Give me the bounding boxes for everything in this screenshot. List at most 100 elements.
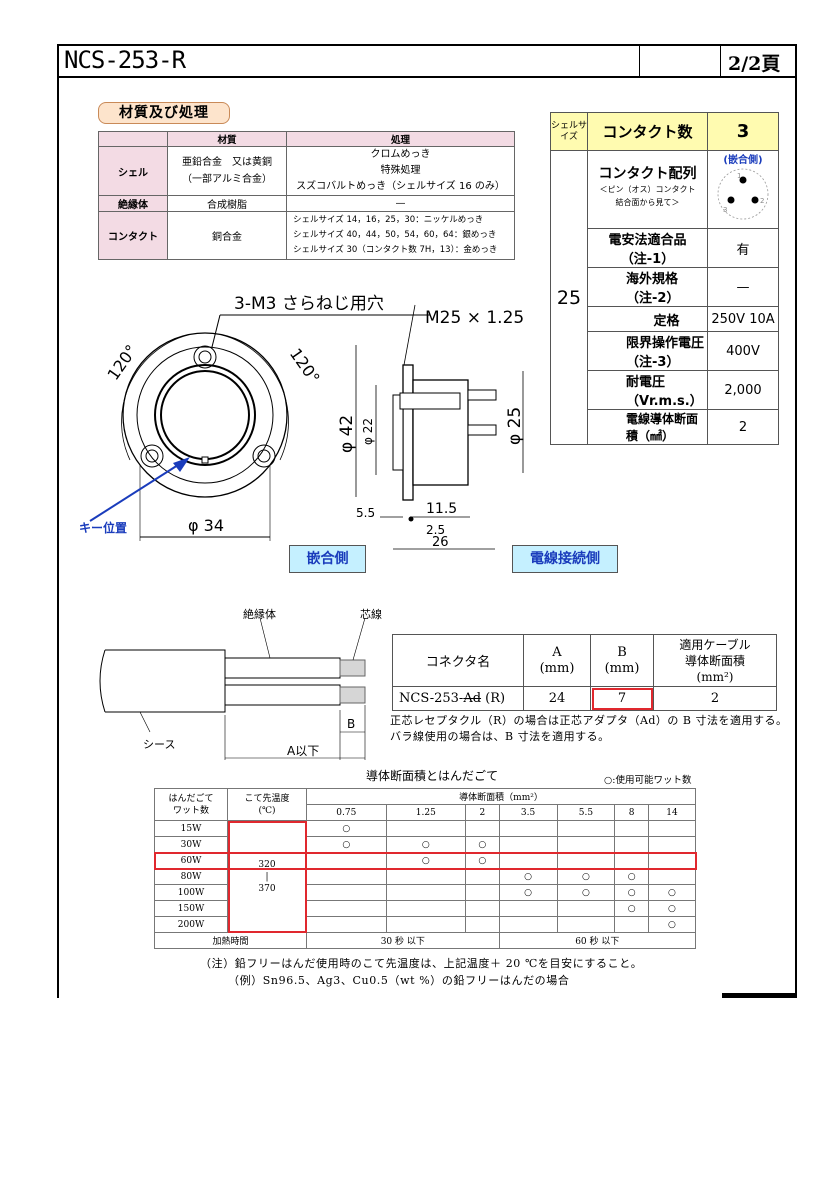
solder-table-title: 導体断面積とはんだごて (366, 769, 499, 783)
mark-cell (385, 820, 467, 837)
solder-table: はんだごてワット数 こて先温度(℃) 導体断面積（mm²） 0.75 1.25 … (153, 788, 697, 949)
angle-label-right: 120° (286, 345, 324, 387)
title-divider (720, 44, 721, 78)
area-header: 2 (465, 804, 500, 821)
dim-2-5: 2.5 (426, 523, 445, 537)
shell-outer-ring (154, 364, 256, 466)
solder-notes: （注）鉛フリーはんだ使用時のこて先温度は、上記温度＋ 20 ℃を目安にすること。… (200, 955, 642, 989)
bare-core-bottom (339, 686, 366, 704)
arrangement-note: 結合面から見て＞ (615, 198, 680, 207)
mark-cell: ○ (614, 900, 649, 917)
col-b: B (617, 644, 627, 660)
watt-cell: 100W (154, 884, 228, 901)
mark-cell (306, 868, 387, 885)
mark-cell: ○ (647, 916, 697, 933)
key-position-label: キー位置 (79, 521, 128, 535)
watt-cell: 150W (154, 900, 228, 917)
mark-cell (556, 852, 616, 869)
bare-core-top (339, 659, 366, 677)
mark-cell (306, 900, 387, 917)
spec-label: 電線導体断面積（㎟） (626, 409, 708, 445)
mark-cell (465, 900, 500, 917)
arrangement-outline (717, 168, 769, 220)
col-a: A (552, 644, 562, 660)
dim-b-label: B (347, 717, 355, 731)
mark-cell: ○ (498, 868, 558, 885)
table-row: 200W ○ (154, 916, 697, 933)
sheath-cut (99, 649, 106, 713)
shell-treatment-line: 特殊処理 (380, 165, 421, 176)
frame-corner-bar (722, 993, 797, 998)
col-cable: 導体断面積 (684, 653, 745, 668)
mark-cell (556, 820, 616, 837)
mark-cell (556, 900, 616, 917)
row-shell: シェル (98, 146, 168, 196)
heat-time-30: 30 秒 以下 (306, 932, 500, 949)
mark-cell: ○ (556, 868, 616, 885)
mark-cell (385, 916, 467, 933)
connector-drawing: 3-M3 さらねじ用穴 120° 120° φ 34 φ 42 φ 22 φ 2… (89, 294, 525, 550)
table-row: 15W 320 | 370 ○ (154, 820, 697, 933)
mark-cell (647, 868, 697, 885)
value-b: 7 (590, 686, 654, 711)
mark-cell (556, 836, 616, 853)
watt-cell: 30W (154, 836, 228, 853)
mark-cell: ○ (385, 852, 467, 869)
dim-a-label: A以下 (287, 744, 319, 758)
col-temp: (℃) (258, 805, 276, 816)
connector-name-struck: Ad (463, 691, 482, 706)
col-watt: ワット数 (172, 805, 209, 816)
table-row: 80W ○○○ (154, 868, 697, 885)
mark-cell: ○ (614, 868, 649, 885)
sheath-label: シース (143, 738, 175, 751)
key-arrowhead (173, 457, 190, 472)
mark-cell: ○ (306, 820, 387, 837)
spec-table: シェルサイズ コンタクト数 3 25 コンタクト配列 ＜ピン（オス）コンタクト … (550, 112, 779, 445)
angle-arc-right (221, 334, 289, 461)
shell-size-header: シェルサイズ (550, 112, 588, 151)
area-header: 1.25 (385, 804, 467, 821)
contact-treatment-line: シェルサイズ 14，16，25，30：ニッケルめっき (293, 215, 484, 225)
col-cable-unit: (mm²) (696, 669, 734, 684)
heat-time-label: 加熱時間 (154, 932, 307, 949)
mark-cell: ○ (465, 852, 500, 869)
row-contact: コンタクト (98, 211, 168, 260)
connector-table: コネクタ名 A(mm) B(mm) 適用ケーブル導体断面積(mm²) NCS-2… (392, 634, 777, 711)
connector-notes: 正芯レセプタクル（R）の場合は正芯アダプタ（Ad）の B 寸法を適用する。 バラ… (390, 713, 788, 745)
contact-count-value: 3 (707, 112, 779, 151)
mark-cell (498, 836, 558, 853)
contact-arrangement-diagram: 1 2 3 (717, 168, 769, 220)
sheath-leader (139, 711, 151, 733)
watt-cell: 80W (154, 868, 228, 885)
shell-treatment-line: スズコバルトめっき（シェルサイズ 16 のみ） (296, 181, 505, 192)
shell-size-value: 25 (550, 150, 588, 445)
flange-inner (136, 346, 274, 484)
mark-cell (498, 900, 558, 917)
dim-22: φ 22 (361, 418, 375, 445)
mark-cell: ○ (498, 884, 558, 901)
mark-cell: ○ (556, 884, 616, 901)
flange-side (402, 364, 414, 501)
shell-treatment-line: クロムめっき (370, 149, 431, 160)
title-divider (639, 44, 640, 78)
mark-cell: ○ (385, 836, 467, 853)
value-a: 24 (523, 686, 591, 711)
screw-leader (211, 314, 221, 348)
solder-cup-top (467, 389, 497, 401)
connector-name: NCS-253- (399, 691, 464, 706)
dim-26: 26 (432, 535, 449, 550)
pin-label: 3 (723, 206, 727, 214)
angle-arc-left (121, 334, 189, 461)
mark-cell (498, 852, 558, 869)
spec-label: 定格 (626, 306, 708, 332)
insulated-wire-top (224, 657, 341, 679)
screw-hole-left (140, 444, 164, 468)
area-header: 8 (614, 804, 649, 821)
mark-cell (498, 916, 558, 933)
col-a-unit: (mm) (539, 660, 575, 676)
screw-hole-right (252, 444, 276, 468)
dim-25: φ 25 (505, 407, 525, 445)
title-block (57, 44, 797, 78)
solder-cup-bottom (467, 424, 497, 436)
screw-hole-left-inner (145, 449, 159, 463)
